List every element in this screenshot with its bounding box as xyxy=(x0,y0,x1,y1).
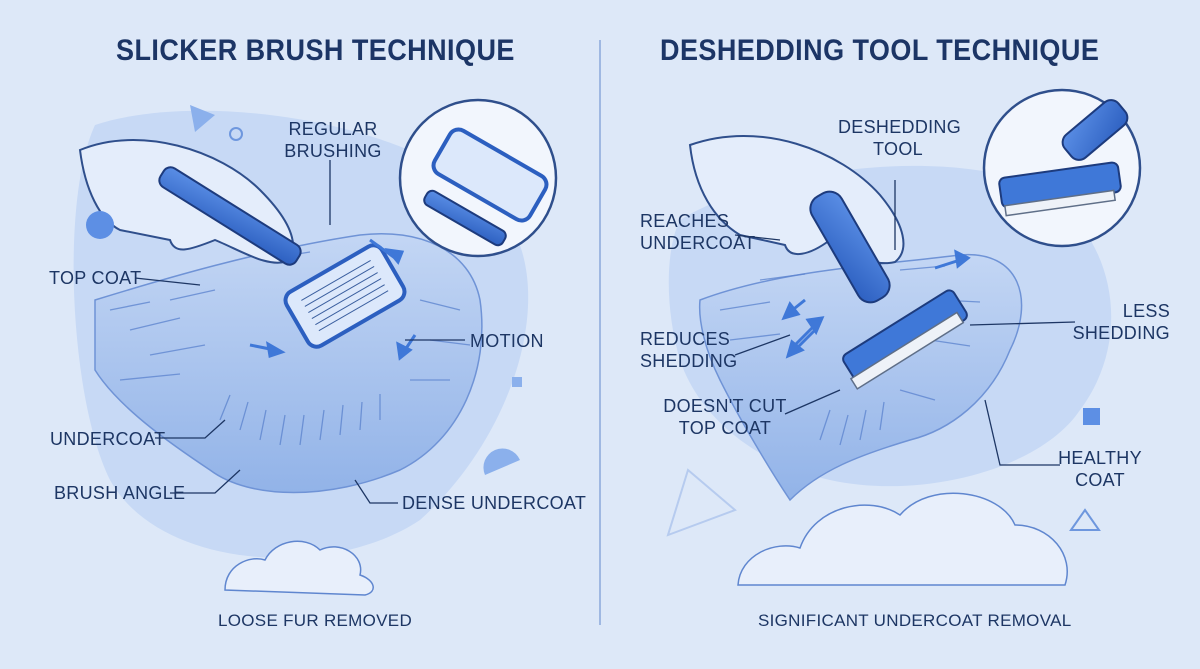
label-reduces-shedding: REDUCES SHEDDING xyxy=(640,328,737,372)
label-doesnt-cut-line2: TOP COAT xyxy=(678,418,772,438)
right-deco-triangle-outline xyxy=(1069,508,1101,531)
label-reaches-undercoat-line2: UNDERCOAT xyxy=(640,233,756,253)
right-leader-lines xyxy=(734,180,1076,466)
left-deco-circle xyxy=(86,211,114,239)
zoom-deshedding-blade xyxy=(1003,189,1117,217)
label-deshedding-tool-line2: TOOL xyxy=(873,139,923,159)
label-healthy-coat-line1: HEALTHY xyxy=(1058,448,1142,468)
label-less-shedding: LESS SHEDDING xyxy=(1062,300,1170,344)
zoom-slicker-head xyxy=(431,127,549,223)
left-motion-arrows xyxy=(249,238,417,361)
right-deco-square xyxy=(1083,408,1100,425)
label-reaches-undercoat-line1: REACHES xyxy=(640,211,730,231)
right-panel-caption: SIGNIFICANT UNDERCOAT REMOVAL xyxy=(758,611,1072,630)
label-undercoat: UNDERCOAT xyxy=(50,429,166,449)
label-less-shedding-line1: LESS xyxy=(1122,301,1170,321)
left-panel-title: SLICKER BRUSH TECHNIQUE xyxy=(116,34,515,67)
left-deco-square xyxy=(512,377,522,387)
zoom-slicker-handle xyxy=(423,189,507,247)
left-deco-small-circle xyxy=(229,127,243,141)
label-reaches-undercoat: REACHES UNDERCOAT xyxy=(640,210,755,254)
right-motion-arrows xyxy=(781,249,971,359)
label-deshedding-tool-line1: DESHEDDING xyxy=(838,117,962,137)
left-panel-caption: LOOSE FUR REMOVED xyxy=(218,611,413,630)
left-deco-half-circle xyxy=(483,448,520,475)
label-dense-undercoat: DENSE UNDERCOAT xyxy=(402,493,587,513)
label-top-coat: TOP COAT xyxy=(49,268,142,288)
deshedding-blade xyxy=(849,311,965,390)
label-healthy-coat-line2: COAT xyxy=(1075,470,1125,490)
left-deco-triangle xyxy=(190,105,215,132)
left-leader-lines xyxy=(134,160,465,504)
label-regular-brushing-line1: REGULAR xyxy=(288,119,378,139)
deshedding-handle xyxy=(809,190,891,304)
label-brush-angle: BRUSH ANGLE xyxy=(54,483,186,503)
left-fur-strands xyxy=(109,251,471,446)
label-regular-brushing: REGULAR BRUSHING xyxy=(278,118,388,162)
label-doesnt-cut-top-coat: DOESN'T CUT TOP COAT xyxy=(660,395,790,439)
label-healthy-coat: HEALTHY COAT xyxy=(1055,447,1145,491)
right-deco-large-triangle xyxy=(666,468,737,537)
right-fur-pile xyxy=(737,492,1068,586)
right-panel-title: DESHEDDING TOOL TECHNIQUE xyxy=(660,34,1100,67)
label-regular-brushing-line2: BRUSHING xyxy=(284,141,382,161)
label-reduces-shedding-line1: REDUCES xyxy=(640,329,731,349)
label-reduces-shedding-line2: SHEDDING xyxy=(640,351,738,371)
left-fur-pile xyxy=(224,540,374,596)
label-doesnt-cut-line1: DOESN'T CUT xyxy=(663,396,787,416)
label-less-shedding-line2: SHEDDING xyxy=(1072,323,1170,343)
slicker-head xyxy=(283,243,407,349)
label-deshedding-tool: DESHEDDING TOOL xyxy=(838,116,962,160)
zoom-deshedding-handle xyxy=(1061,99,1129,161)
slicker-pins xyxy=(301,259,389,332)
slicker-handle xyxy=(158,166,302,266)
label-motion: MOTION xyxy=(470,331,544,351)
